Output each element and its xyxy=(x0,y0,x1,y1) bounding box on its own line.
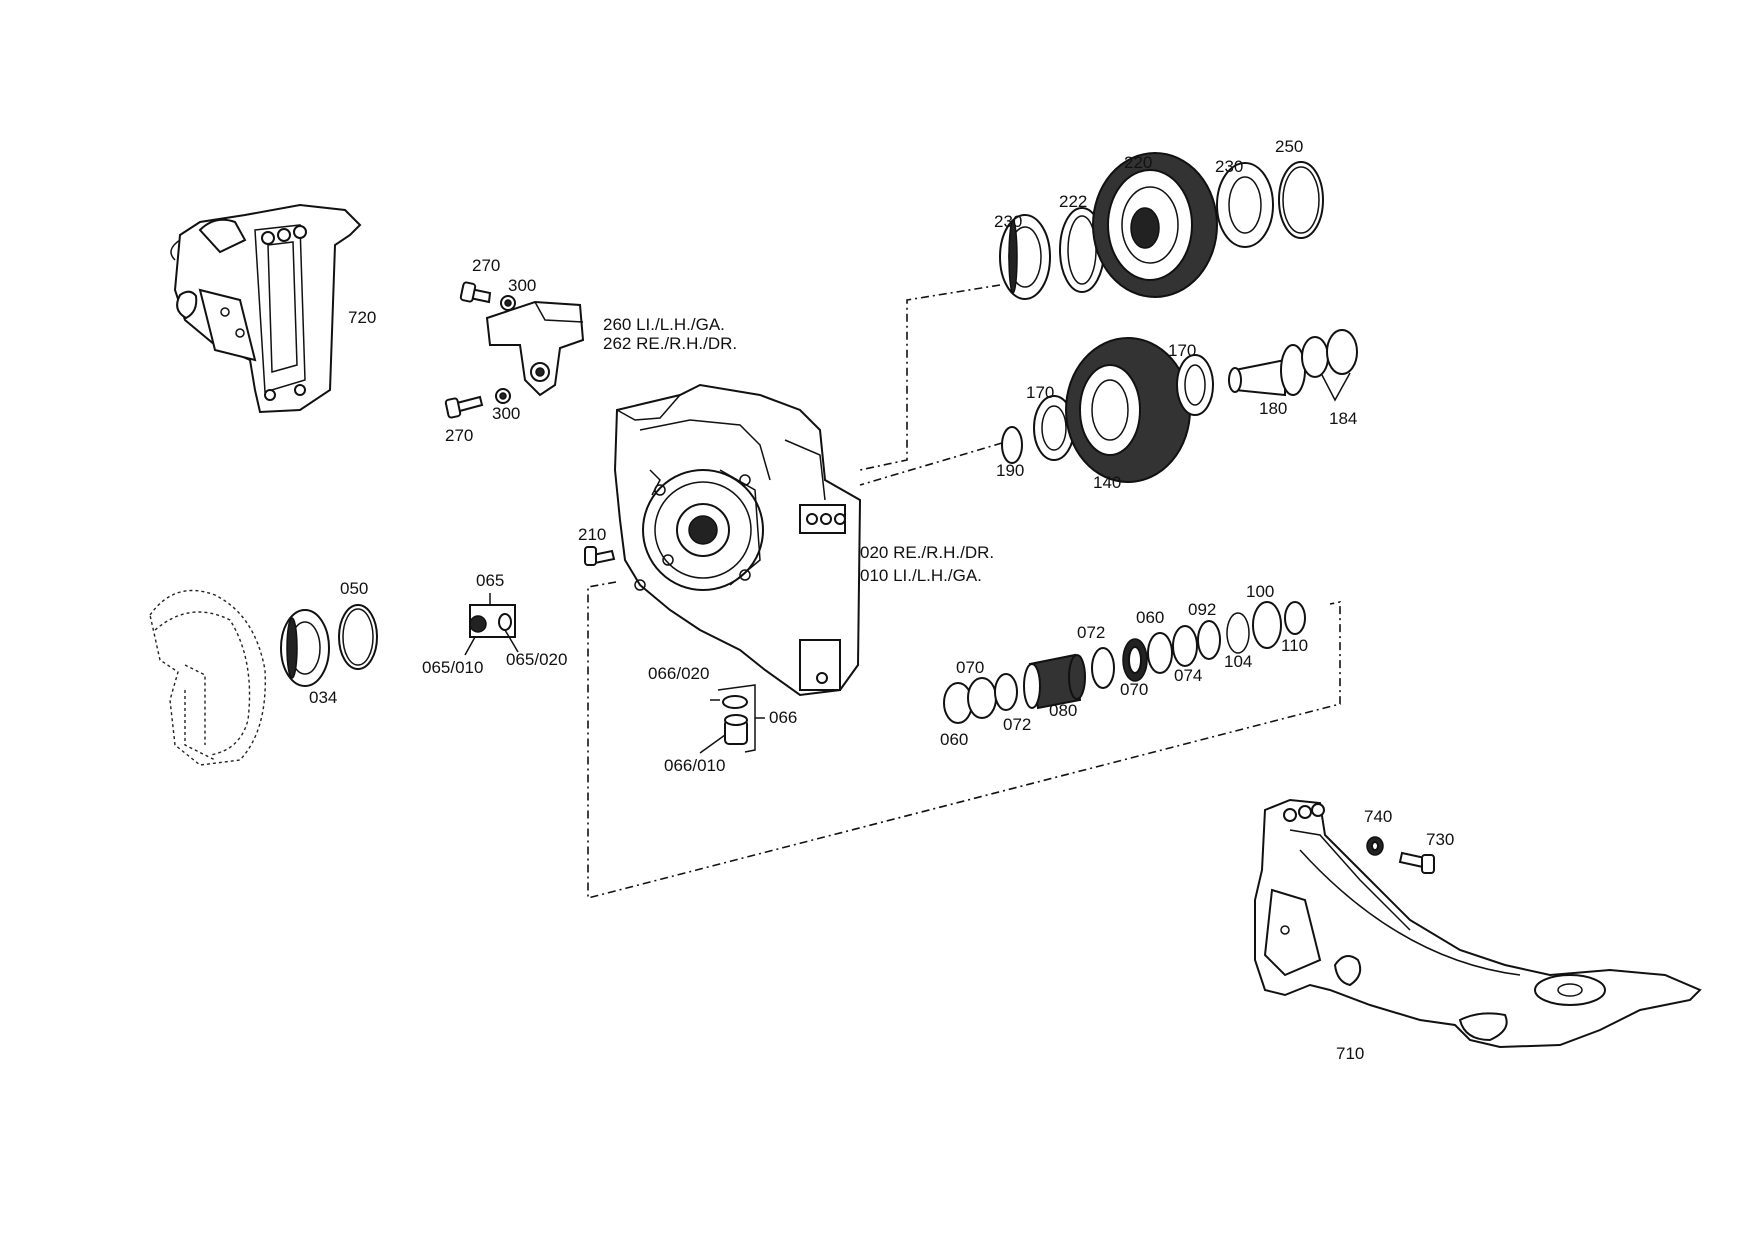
ring-110 xyxy=(1284,601,1306,635)
label-070-left: 070 xyxy=(956,658,984,677)
plug-set-066 xyxy=(699,684,765,754)
label-300-upper: 300 xyxy=(508,276,536,295)
ring-060-right xyxy=(1147,632,1173,674)
ring-092 xyxy=(1197,620,1221,660)
label-034: 034 xyxy=(309,688,337,707)
label-065-020: 065/020 xyxy=(506,650,567,669)
bearing-230-left xyxy=(999,214,1051,300)
ring-050 xyxy=(338,604,378,670)
roller-080 xyxy=(1023,653,1086,710)
label-092: 092 xyxy=(1188,600,1216,619)
label-110: 110 xyxy=(1281,636,1308,655)
label-140: 140 xyxy=(1093,473,1121,492)
part-710-arm xyxy=(1254,798,1702,1049)
washer-300-upper-hole xyxy=(504,299,512,307)
ring-072-left xyxy=(994,673,1018,711)
label-066-020: 066/020 xyxy=(648,664,709,683)
gear-140 xyxy=(1065,337,1191,483)
label-270-lower: 270 xyxy=(445,426,473,445)
bolt-210 xyxy=(584,546,616,566)
label-060-right: 060 xyxy=(1136,608,1164,627)
leader-upper-gear xyxy=(859,284,1001,471)
label-065-010: 065/010 xyxy=(422,658,483,677)
leader-184 xyxy=(1321,372,1351,402)
label-230-right: 230 xyxy=(1215,157,1243,176)
rings-184 xyxy=(1301,329,1358,378)
label-230-left: 230 xyxy=(994,212,1022,231)
washer-300-lower-hole xyxy=(499,392,507,400)
label-104: 104 xyxy=(1224,652,1252,671)
label-050: 050 xyxy=(340,579,368,598)
label-250: 250 xyxy=(1275,137,1303,156)
label-222: 222 xyxy=(1059,192,1087,211)
label-710: 710 xyxy=(1336,1044,1364,1063)
label-066-010: 066/010 xyxy=(664,756,725,775)
label-010: 010 LI./L.H./GA. xyxy=(860,566,982,585)
ring-190 xyxy=(1001,426,1023,464)
bolt-270-lower xyxy=(444,395,484,419)
label-170-right: 170 xyxy=(1168,341,1196,360)
label-740: 740 xyxy=(1364,807,1392,826)
leader-middle-gear xyxy=(859,442,1003,486)
shaft-180 xyxy=(1228,344,1306,397)
hub-ghost xyxy=(149,589,266,766)
bolt-270-upper xyxy=(459,281,492,304)
leader-lower-set xyxy=(587,581,1341,900)
label-270-upper: 270 xyxy=(472,256,500,275)
label-300-lower: 300 xyxy=(492,404,520,423)
bearing-170-right xyxy=(1176,354,1214,416)
lower-bearing-set xyxy=(943,601,1306,724)
gear-220 xyxy=(1092,152,1218,298)
part-720-bracket xyxy=(170,203,362,414)
ring-100 xyxy=(1252,601,1282,649)
label-060-left: 060 xyxy=(940,730,968,749)
part-260-262-bracket xyxy=(485,300,585,397)
washer-740 xyxy=(1366,836,1384,856)
label-730: 730 xyxy=(1426,830,1454,849)
bearing-034 xyxy=(280,609,330,687)
bolt-730 xyxy=(1398,851,1435,874)
label-720: 720 xyxy=(348,308,376,327)
label-184: 184 xyxy=(1329,409,1357,428)
ring-104 xyxy=(1226,612,1250,654)
ring-074 xyxy=(1172,625,1198,667)
ring-250 xyxy=(1278,161,1324,239)
label-066: 066 xyxy=(769,708,797,727)
label-190: 190 xyxy=(996,461,1024,480)
label-100: 100 xyxy=(1246,582,1274,601)
label-262: 262 RE./R.H./DR. xyxy=(603,334,737,353)
label-072-left: 072 xyxy=(1003,715,1031,734)
label-074: 074 xyxy=(1174,666,1202,685)
label-220: 220 xyxy=(1124,153,1152,172)
ring-070-left xyxy=(967,677,997,719)
ring-072-right xyxy=(1091,647,1115,689)
part-010-020-housing xyxy=(613,383,862,697)
label-170-left: 170 xyxy=(1026,383,1054,402)
label-080: 080 xyxy=(1049,701,1077,720)
label-210: 210 xyxy=(578,525,606,544)
label-260: 260 LI./L.H./GA. xyxy=(603,315,725,334)
label-065: 065 xyxy=(476,571,504,590)
label-070-right: 070 xyxy=(1120,680,1148,699)
label-180: 180 xyxy=(1259,399,1287,418)
label-072-right: 072 xyxy=(1077,623,1105,642)
bearing-230-right xyxy=(1216,162,1274,248)
plug-set-065 xyxy=(464,593,519,656)
label-020: 020 RE./R.H./DR. xyxy=(860,543,994,562)
